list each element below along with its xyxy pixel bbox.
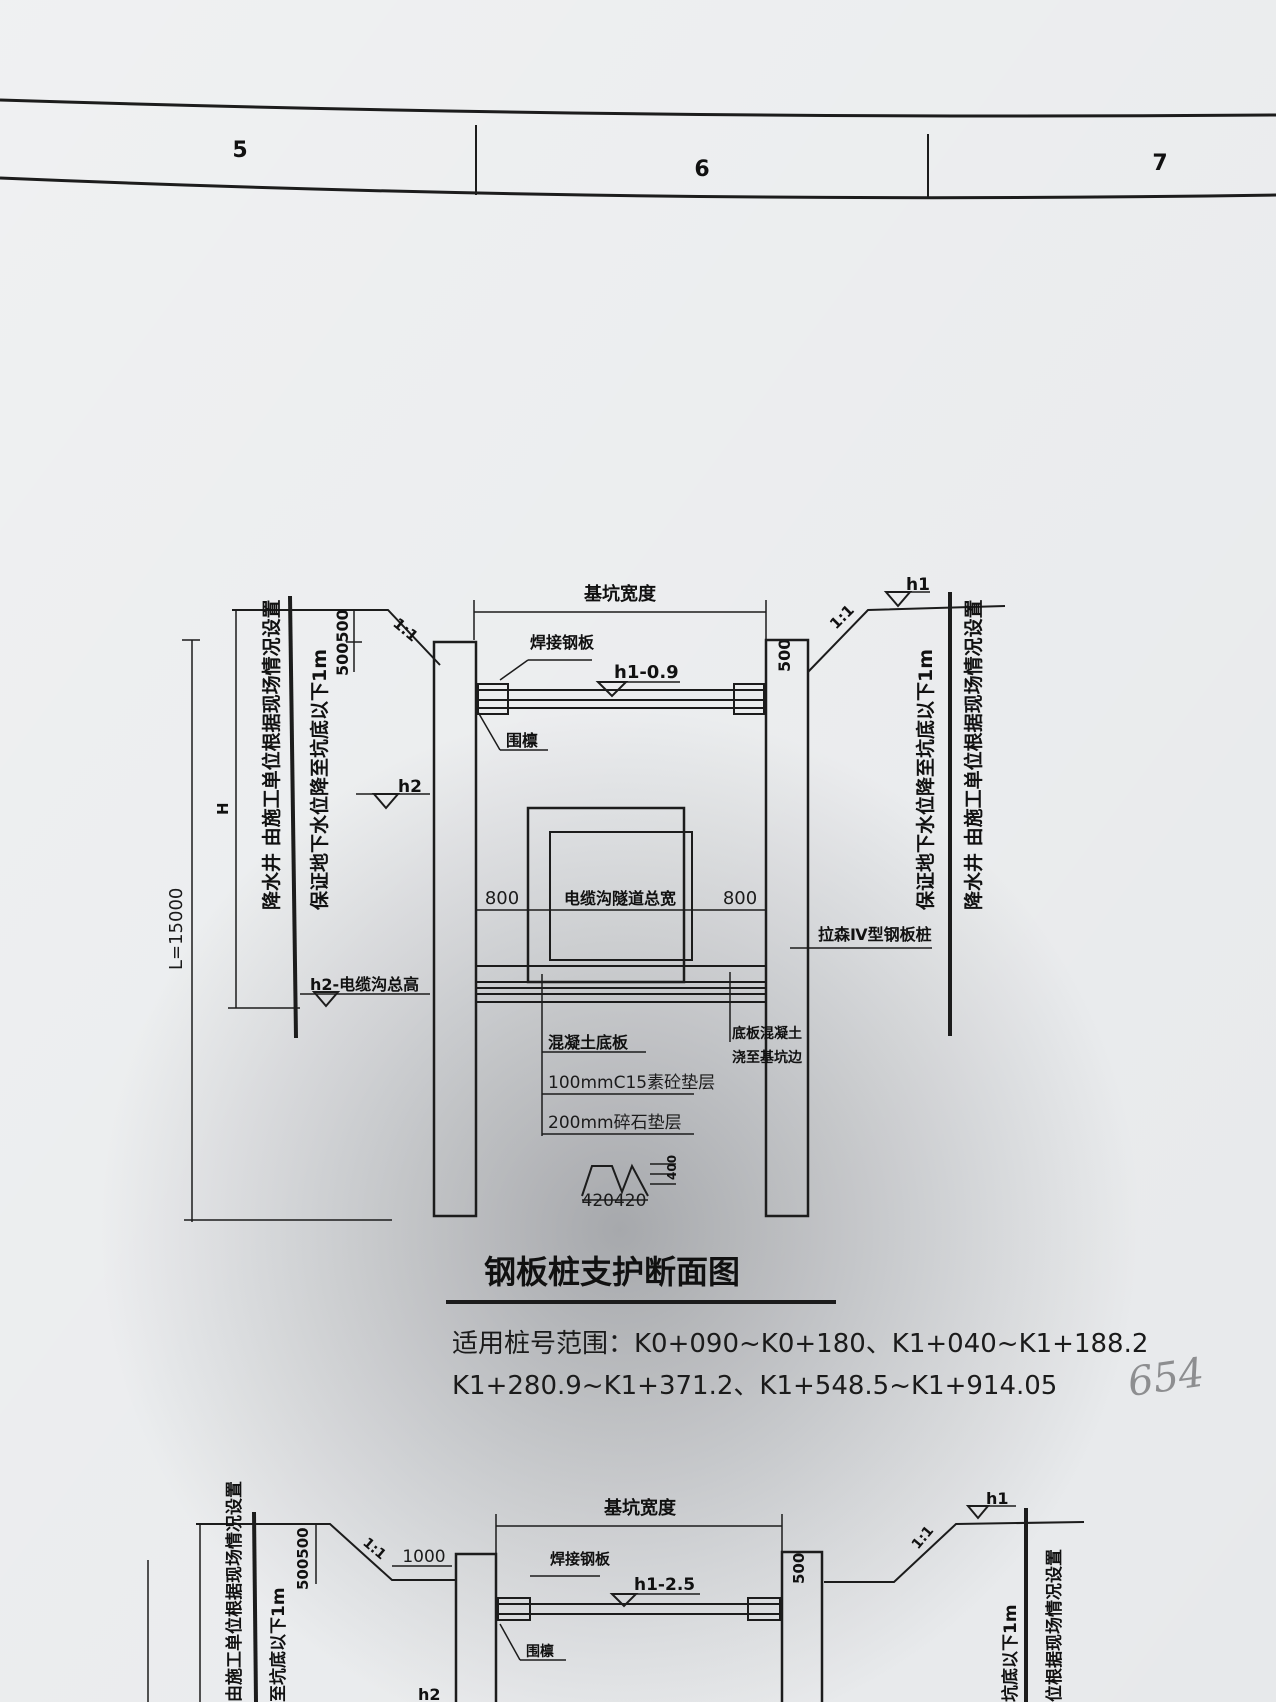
dim-500500-label: 500500 [333,609,352,676]
pile-profile-detail [581,1163,649,1197]
strut-elevation-label-2: h1-2.5 [634,1575,695,1595]
dim-500500-label-2: 500500 [294,1527,312,1590]
left-well-note-2: 保证地下水位降至坑底以下1m [308,649,331,911]
strut-end-right-2 [747,1597,781,1621]
right-well-note-2-2: 位根据现场情况设置 [1044,1549,1065,1702]
title-block-col-7: 7 [1152,151,1167,176]
left-dewatering-well [288,595,298,1039]
right-steel-sheet-pile [764,638,810,1218]
left-steel-sheet-pile-2 [454,1552,498,1702]
dim-1000-label: 1000 [402,1547,445,1567]
strut-end-left-2 [497,1597,531,1621]
title-block: 5 6 7 [0,98,1276,200]
cushion-1-label: 100mmC15素砼垫层 [548,1073,715,1093]
h2-mark-label: h2 [398,777,422,797]
bottom-elevation-marker [311,991,341,1008]
section-2-drawing: 基坑宽度 1:1 1:1 1000 500500 500 h1 由施工单位根据现… [147,1481,1085,1702]
clearance-left-label: 800 [485,888,519,909]
L-length-label: L=15000 [166,888,187,970]
left-ground-slope-2 [196,1523,456,1581]
right-ground-slope-2 [824,1521,1085,1583]
left-ground-slope [232,609,441,666]
right-well-note-1-2: 坑底以下1m [1000,1604,1021,1702]
h1-mark-label: h1 [906,575,930,595]
left-dewatering-well-2 [252,1511,258,1702]
scope-line-1: 适用桩号范围：K0+090~K0+180、K1+040~K1+188.2 [452,1329,1148,1359]
concrete-side-label-2: 浇至基坑边 [732,1049,803,1066]
strut-elevation-label: h1-0.9 [614,662,679,683]
left-well-note-2-2: 至坑底以下1m [268,1587,289,1702]
welded-steel-label-2: 焊接钢板 [550,1550,611,1568]
strut-end-left [477,683,509,715]
left-well-note-1: 降水井 由施工单位根据现场情况设置 [260,599,283,910]
h1-mark-label-2: h1 [986,1489,1009,1508]
clearance-right-label: 800 [723,888,757,909]
right-well-note-2: 降水井 由施工单位根据现场情况设置 [962,599,985,910]
cushion-2-label: 200mm碎石垫层 [548,1113,682,1133]
tunnel-width-label: 电缆沟隧道总宽 [564,889,676,908]
welded-steel-leader [499,659,529,681]
left-steel-sheet-pile [432,640,478,1218]
pile-dims-label: 420420 [582,1191,647,1211]
welded-steel-label: 焊接钢板 [530,633,595,652]
h2-mark-label-2: h2 [418,1685,441,1702]
pit-width-label-2: 基坑宽度 [603,1497,677,1519]
dim-500-label-2: 500 [790,1553,808,1584]
title-block-col-5: 5 [232,138,247,163]
title-block-bottom-line [0,176,1276,200]
pit-width-label: 基坑宽度 [583,583,657,605]
title-block-col-6: 6 [694,157,709,182]
title-block-top-line [0,98,1276,118]
right-well-note-1: 保证地下水位降至坑底以下1m [914,649,937,911]
handwritten-note: 654 [1125,1350,1207,1406]
right-ground-slope [807,605,1006,673]
right-steel-sheet-pile-2 [780,1550,824,1702]
drawing-title: 钢板桩支护断面图 [484,1253,740,1291]
pile-height-label: 400 [665,1155,679,1180]
left-well-note-1-2: 由施工单位根据现场情况设置 [224,1481,245,1702]
purlin-leader [477,711,501,751]
purlin-label-2: 围檩 [526,1643,554,1660]
hand-shadow [100,710,1140,1702]
bottom-elevation-label: h2-电缆沟总高 [310,975,419,994]
strut-end-right [733,683,765,715]
purlin-leader-2 [499,1623,521,1661]
slab-label: 混凝土底板 [548,1033,629,1052]
cable-tunnel-inner [549,831,693,961]
H-label: H [214,802,232,815]
purlin-label: 围檩 [506,731,538,750]
section-1-drawing: 基坑宽度 1:1 1:1 h1 500500 500 降水井 由施工单位根据现场… [166,575,1148,1401]
dim-500-label: 500 [775,639,794,672]
concrete-side-label-1: 底板混凝土 [732,1025,802,1042]
scope-line-2: K1+280.9~K1+371.2、K1+548.5~K1+914.05 [452,1371,1057,1401]
tie-label: 拉森Ⅳ型钢板桩 [818,925,932,944]
